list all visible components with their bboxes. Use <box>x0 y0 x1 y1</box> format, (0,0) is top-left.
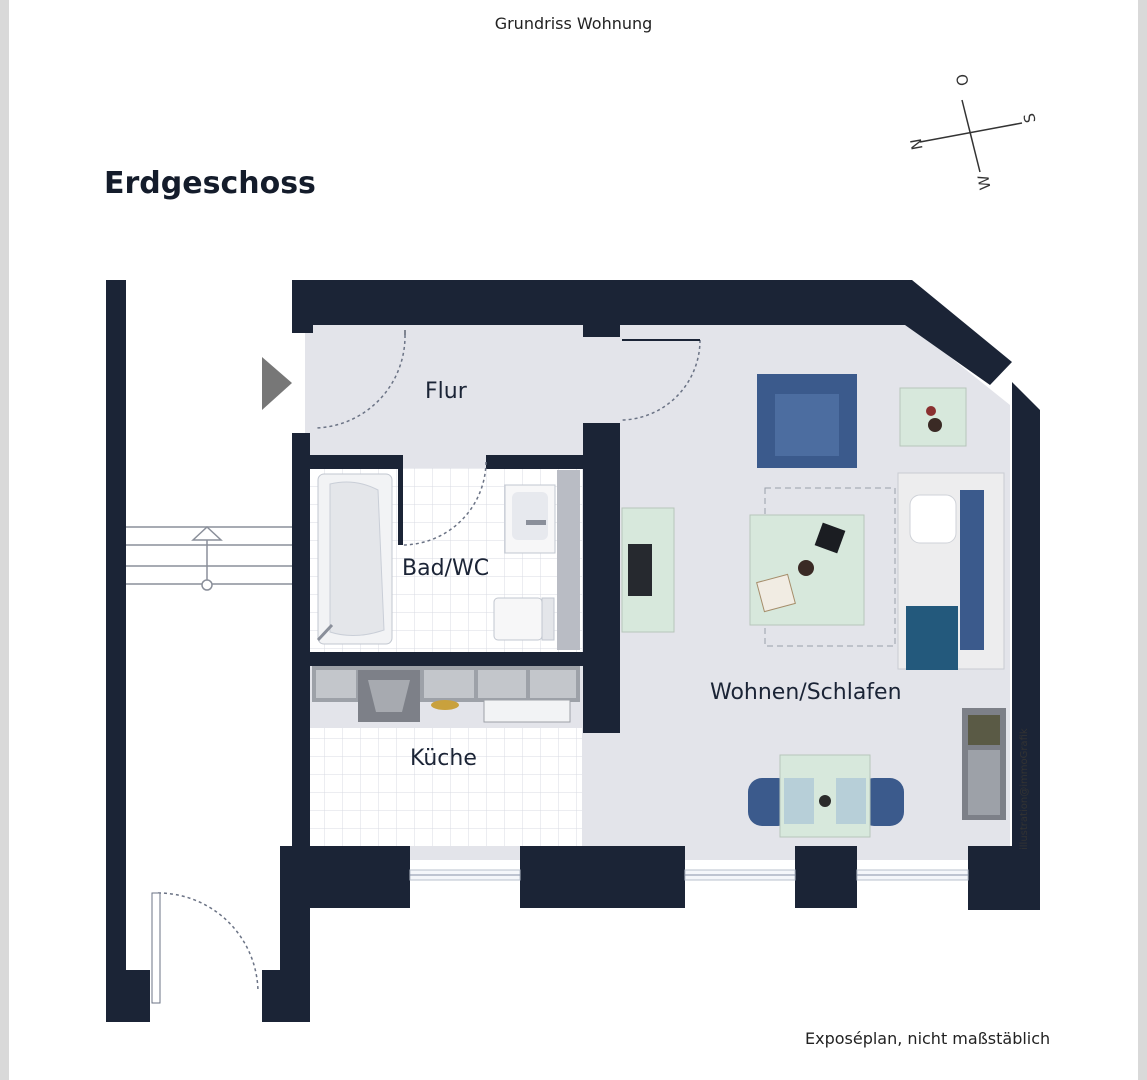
compass-south: S <box>1020 112 1039 125</box>
bathroom-shelf <box>557 470 580 650</box>
illustration-credit: illustration@immoGrafik <box>1019 728 1030 850</box>
plan-footnote: Exposéplan, nicht maßstäblich <box>805 1029 1051 1048</box>
windows <box>409 869 969 881</box>
compass-north: N <box>907 137 927 151</box>
coffee-table-icon <box>749 514 865 626</box>
entrance-arrow-icon <box>262 357 292 410</box>
room-label-bad: Bad/WC <box>402 556 489 581</box>
compass-axis-ns <box>919 122 1023 143</box>
room-label-wohnen: Wohnen/Schlafen <box>710 680 902 705</box>
tv-sideboard-icon <box>621 507 675 633</box>
compass-axis-ow <box>961 99 981 173</box>
page-border-right <box>1138 0 1147 1080</box>
stair-railing <box>126 525 292 591</box>
toilet-icon <box>493 597 555 641</box>
page-title: Grundriss Wohnung <box>494 14 653 33</box>
sink-icon <box>504 484 556 554</box>
interior-walls <box>292 423 620 733</box>
door-swings <box>157 334 701 993</box>
dining-table-icon <box>748 754 904 838</box>
compass-east: O <box>953 73 973 88</box>
room-label-flur: Flur <box>425 379 468 404</box>
outer-walls <box>106 280 1040 1022</box>
rug-outline <box>764 487 896 647</box>
bathtub-icon <box>316 473 393 645</box>
shelf-icon <box>962 708 1006 820</box>
kitchen-floor <box>310 728 582 846</box>
room-label-kueche: Küche <box>410 746 477 771</box>
compass-icon: O N S W <box>907 73 1040 192</box>
door-leaf-entrance <box>151 892 161 1004</box>
armchair-icon <box>757 374 857 468</box>
page-border-left <box>0 0 9 1080</box>
floor-heading: Erdgeschoss <box>104 166 316 201</box>
compass-west: W <box>974 173 994 191</box>
side-table-icon <box>899 387 967 447</box>
sofa-icon <box>897 472 1005 670</box>
kitchen-counter <box>312 666 580 723</box>
